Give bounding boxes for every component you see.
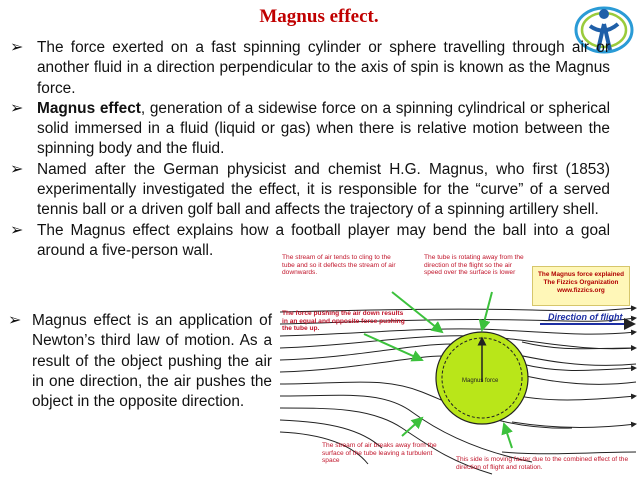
arrow-bullet-icon: ➢ xyxy=(10,221,24,239)
logo-icon xyxy=(574,6,634,54)
direction-of-flight-label: Direction of flight xyxy=(548,312,623,322)
fizzics-branding: The Magnus force explained The Fizzics O… xyxy=(532,266,630,306)
annotation-tube-rotating: The tube is rotating away from the direc… xyxy=(424,254,524,277)
page-title: Magnus effect. xyxy=(259,6,379,27)
annotation-force-pushing: The force pushing the air down results i… xyxy=(282,310,405,333)
bullet-item: ➢Magnus effect, generation of a sidewise… xyxy=(10,99,610,158)
bullet-item: ➢Magnus effect is an application of Newt… xyxy=(8,312,272,411)
annotation-stream-breaks: The stream of air breaks away from the s… xyxy=(322,442,437,465)
magnus-diagram: The stream of air tends to cling to the … xyxy=(272,252,638,478)
arrow-bullet-icon: ➢ xyxy=(10,39,24,56)
bullet-item: ➢Named after the German physicist and ch… xyxy=(10,160,610,219)
bullet-item: ➢The Magnus effect explains how a footba… xyxy=(10,221,610,259)
magnus-force-label: Magnus force xyxy=(462,378,499,384)
annotation-stream-cling: The stream of air tends to cling to the … xyxy=(282,254,396,277)
side-bullet-list: ➢Magnus effect is an application of Newt… xyxy=(8,311,272,412)
airflow-illustration xyxy=(279,291,637,475)
arrow-bullet-icon: ➢ xyxy=(10,160,24,178)
annotation-side-faster: This side is moving faster due to the co… xyxy=(456,456,629,471)
arrow-bullet-icon: ➢ xyxy=(10,99,24,117)
arrow-bullet-icon: ➢ xyxy=(8,312,22,329)
bullet-list: ➢The force exerted on a fast spinning cy… xyxy=(10,38,610,261)
bullet-item: ➢The force exerted on a fast spinning cy… xyxy=(10,39,610,97)
